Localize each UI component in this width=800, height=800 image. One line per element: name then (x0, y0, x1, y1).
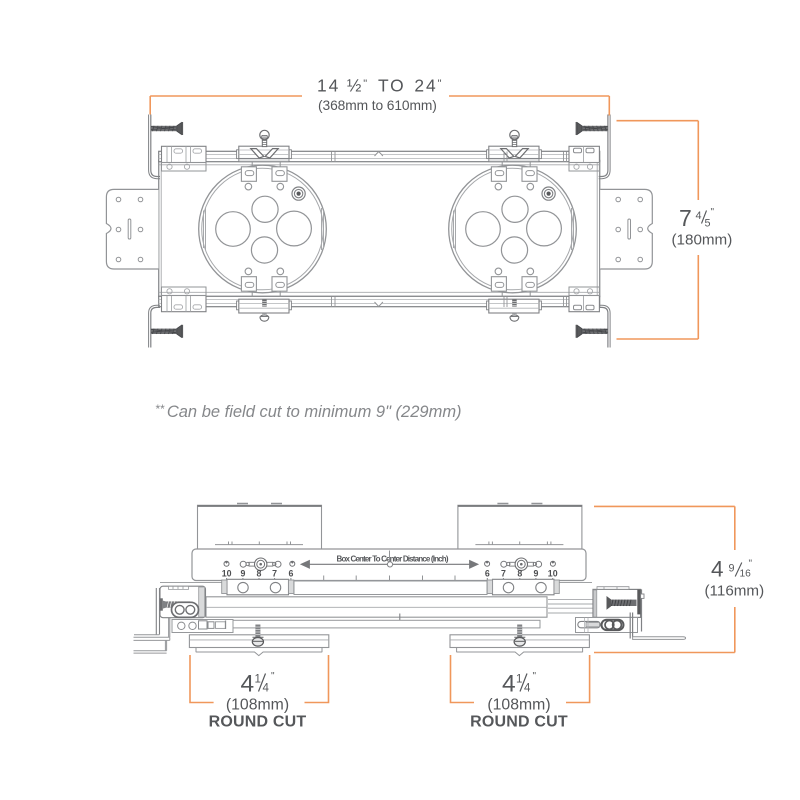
svg-text:7: 7 (679, 205, 692, 231)
svg-text:7: 7 (272, 569, 277, 579)
svg-text:4: 4 (263, 683, 270, 695)
svg-text:8: 8 (517, 569, 522, 579)
svg-text:": " (711, 207, 715, 218)
svg-text:10: 10 (222, 569, 232, 579)
svg-text:9: 9 (240, 569, 245, 579)
svg-text:9: 9 (533, 569, 538, 579)
svg-text:16: 16 (740, 568, 752, 579)
svg-text:Box Center To Center Distance: Box Center To Center Distance (Inch) (337, 555, 449, 564)
svg-text:4: 4 (241, 671, 255, 698)
svg-text:14 ½" TO 24": 14 ½" TO 24" (317, 76, 443, 96)
svg-text:(116mm): (116mm) (705, 583, 765, 600)
svg-text:6: 6 (485, 569, 490, 579)
svg-text:ROUND CUT: ROUND CUT (209, 714, 307, 731)
svg-text:6: 6 (288, 569, 293, 579)
svg-text:7: 7 (501, 569, 506, 579)
svg-text:(180mm): (180mm) (672, 232, 733, 249)
svg-text:4: 4 (696, 210, 702, 222)
svg-text:5: 5 (705, 218, 711, 230)
svg-text:**Can be field cut to minimum: **Can be field cut to minimum 9" (229mm) (155, 402, 462, 421)
svg-text:9: 9 (729, 563, 735, 575)
svg-text:(368mm to 610mm): (368mm to 610mm) (318, 98, 437, 113)
svg-text:4: 4 (711, 556, 724, 581)
svg-text:": " (271, 671, 275, 682)
svg-text:8: 8 (257, 569, 262, 579)
svg-text:(108mm): (108mm) (226, 697, 289, 714)
svg-text:10: 10 (548, 569, 558, 579)
svg-text:": " (749, 559, 753, 570)
svg-text:1: 1 (255, 674, 261, 686)
